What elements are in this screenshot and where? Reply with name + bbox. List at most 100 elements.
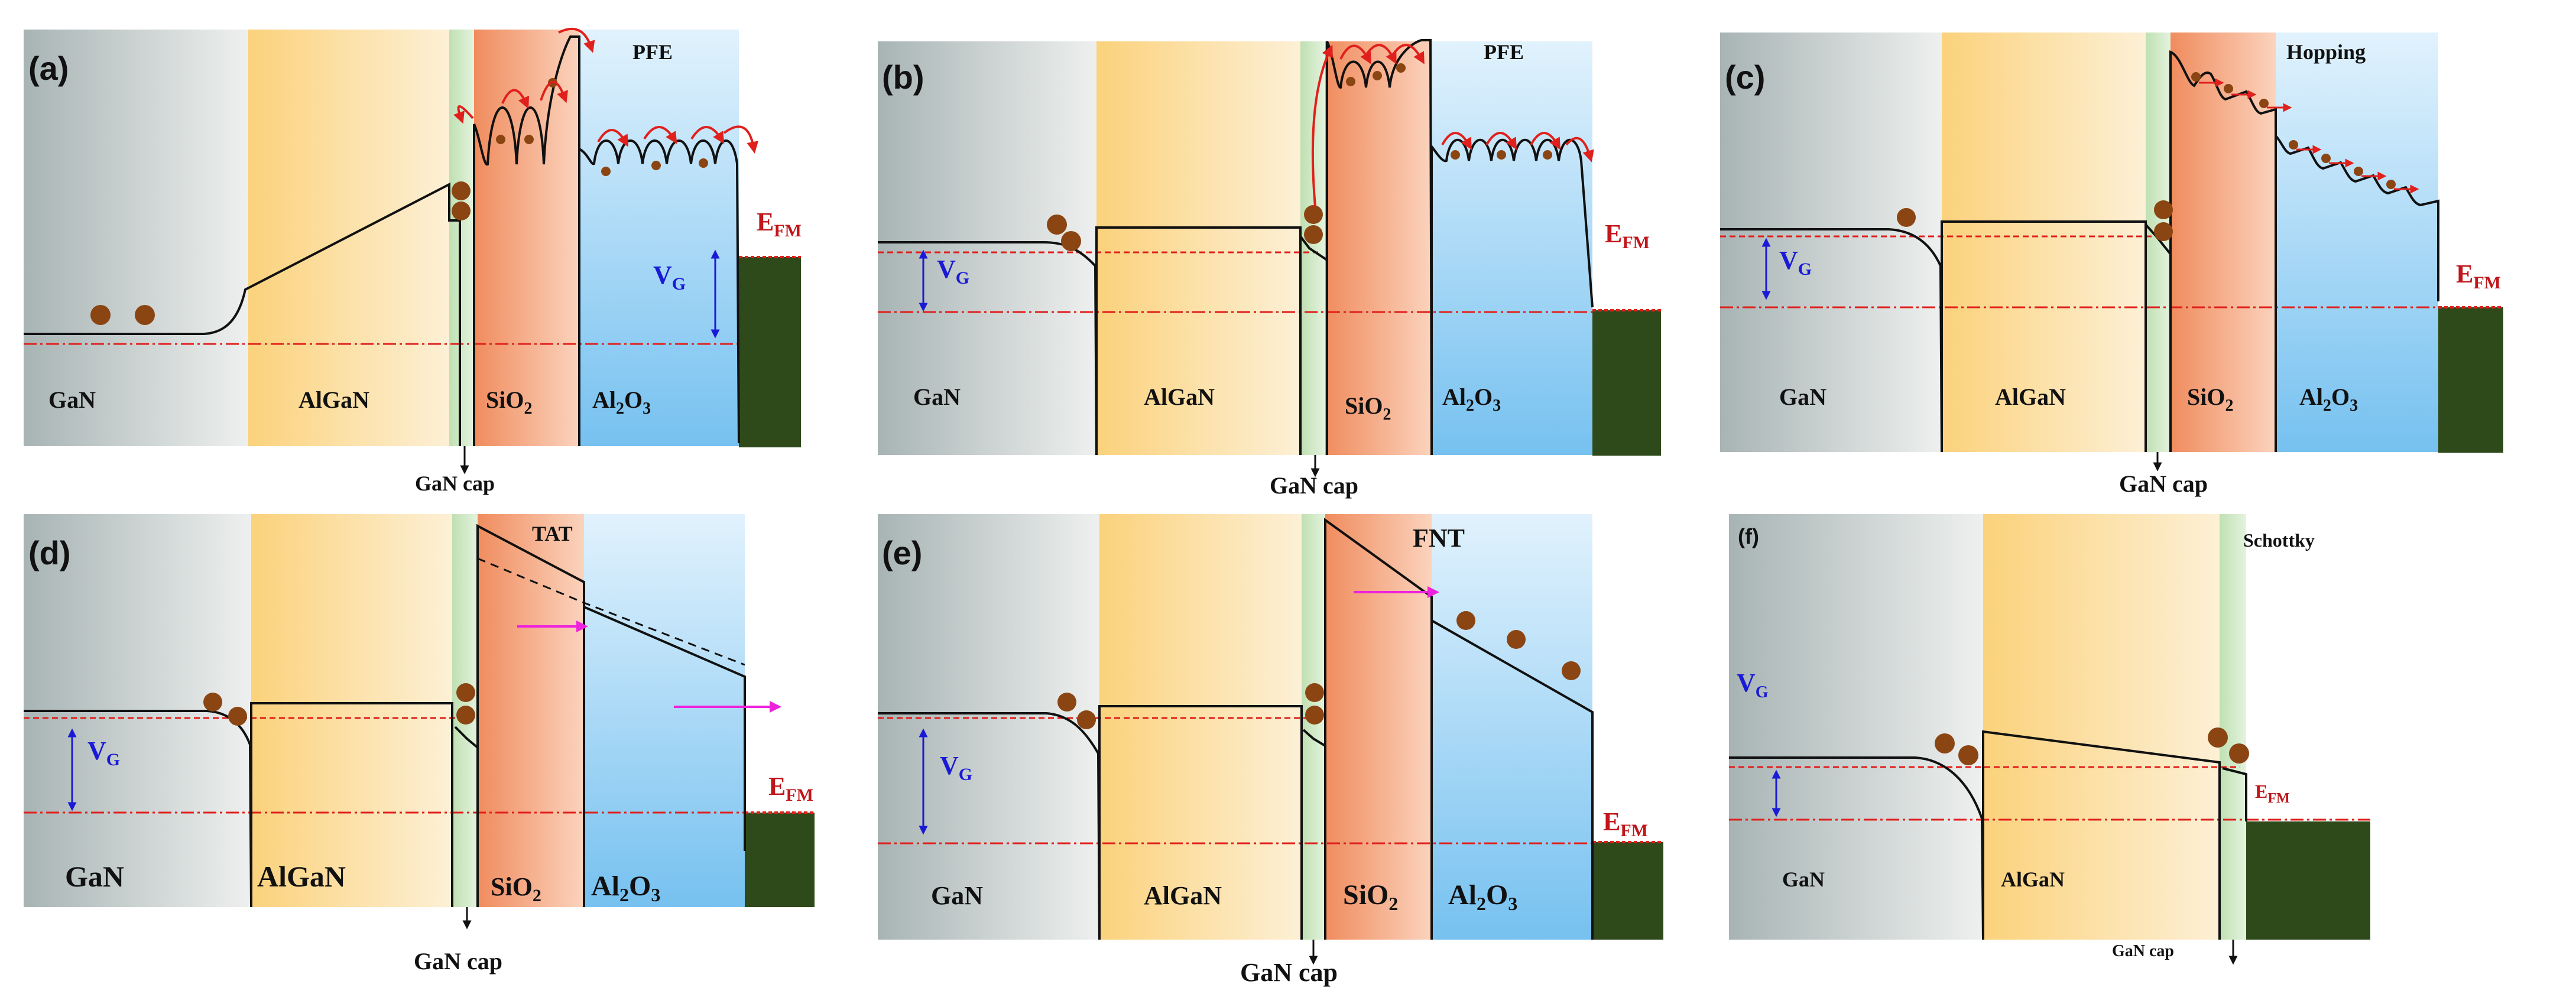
panel-label: (d) <box>28 534 71 571</box>
electron <box>90 305 111 325</box>
gan-cap-label: GaN cap <box>2119 470 2208 497</box>
trapped-electron <box>2289 140 2298 150</box>
gan-layer <box>1729 514 1983 940</box>
layer-label-al2o3: Al2O3 <box>591 870 660 905</box>
vg-label: VG <box>653 261 686 294</box>
panel-f: (f) Schottky GaN AlGaN GaN cap VG EFM <box>1729 514 2370 965</box>
conduction-band <box>1729 730 2247 940</box>
layer-label-al2o3: Al2O3 <box>1442 384 1501 415</box>
mechanism-label: PFE <box>632 40 673 64</box>
layer-label-al2o3: Al2O3 <box>1448 879 1517 914</box>
algan-layer <box>1983 514 2220 940</box>
trapped-electron <box>496 135 505 144</box>
metal-gate <box>1592 842 1663 940</box>
metal-gate <box>1592 310 1661 456</box>
electron <box>2154 200 2173 219</box>
trapped-electron <box>2224 84 2233 93</box>
efm-label: EFM <box>1605 219 1650 252</box>
conduction-band <box>1720 50 2439 453</box>
electron <box>1935 733 1955 753</box>
electron <box>456 706 475 725</box>
electron <box>452 181 471 200</box>
algan-layer <box>251 514 452 907</box>
al2o3-layer <box>2276 33 2438 452</box>
layer-label-al2o3: Al2O3 <box>2299 384 2358 415</box>
al2o3-layer <box>584 514 745 907</box>
layer-label-sio2: SiO2 <box>1345 392 1391 424</box>
pfe-emission-arrows <box>1311 44 1594 207</box>
pfe-emission-arrows <box>453 27 759 154</box>
layer-label-algan: AlGaN <box>257 860 346 893</box>
trapped-electron <box>1451 150 1460 160</box>
al2o3-layer <box>1432 41 1592 455</box>
trapped-electron <box>2259 99 2269 108</box>
metal-gate <box>2246 821 2370 940</box>
layer-label-algan: AlGaN <box>299 386 369 413</box>
gan-layer <box>1720 33 1942 452</box>
trapped-electron <box>601 167 611 176</box>
electron <box>1047 215 1067 235</box>
electron <box>452 202 471 220</box>
gan-cap-layer <box>2146 33 2171 452</box>
mechanism-label: Hopping <box>2286 40 2366 64</box>
trap-level-dashed <box>477 557 745 666</box>
vg-label: VG <box>937 255 969 288</box>
sio2-layer <box>2171 33 2276 452</box>
electron <box>1304 225 1323 244</box>
metal-gate <box>745 813 815 907</box>
gan-cap-layer <box>1302 514 1325 940</box>
panel-label: (f) <box>1738 524 1759 548</box>
metal-gate <box>739 257 801 447</box>
panel-label: (a) <box>28 50 69 87</box>
vg-label: VG <box>1737 668 1769 701</box>
gan-cap-layer <box>1300 41 1325 455</box>
layer-label-gan: GaN <box>65 860 124 893</box>
mechanism-label: Schottky <box>2243 530 2315 551</box>
electron <box>1456 611 1475 630</box>
trapped-electron <box>1373 71 1382 80</box>
algan-layer <box>248 30 449 446</box>
trapped-electron <box>699 158 708 168</box>
trapped-electron <box>524 135 534 144</box>
al2o3-layer <box>579 30 739 446</box>
panel-label: (b) <box>882 59 924 96</box>
layer-label-gan: GaN <box>913 384 961 410</box>
mechanism-label: PFE <box>1484 40 1524 64</box>
algan-layer <box>1096 41 1300 455</box>
electron <box>203 693 222 712</box>
electron <box>1958 745 1978 765</box>
metal-gate <box>2438 307 2503 453</box>
sio2-layer <box>1325 514 1432 940</box>
mechanism-label: FNT <box>1413 524 1465 553</box>
electron <box>1304 205 1323 224</box>
layer-label-sio2: SiO2 <box>491 872 541 905</box>
panel-label: (e) <box>882 534 922 571</box>
trapped-electron <box>1346 77 1355 86</box>
panel-c: (c) Hopping GaN AlGaN SiO2 Al2O3 GaN cap… <box>1720 33 2503 497</box>
gan-layer <box>878 514 1099 940</box>
conduction-band <box>878 518 1594 940</box>
efm-label: EFM <box>2255 781 2290 806</box>
gan-cap-layer <box>449 30 474 446</box>
electron <box>2154 222 2173 241</box>
algan-layer <box>1942 33 2146 452</box>
algan-layer <box>1099 514 1302 940</box>
layer-label-algan: AlGaN <box>1995 384 2066 410</box>
layer-label-algan: AlGaN <box>1144 384 1215 410</box>
layer-label-algan: AlGaN <box>1144 881 1222 910</box>
electron <box>1077 710 1096 729</box>
layer-label-sio2: SiO2 <box>1343 879 1398 914</box>
layer-label-gan: GaN <box>931 881 983 910</box>
panel-label: (c) <box>1725 59 1765 96</box>
panel-d: (d) TAT GaN AlGaN SiO2 Al2O3 GaN cap VG … <box>24 514 815 974</box>
trapped-electron <box>2321 154 2331 163</box>
layer-label-gan: GaN <box>1782 868 1825 891</box>
gan-cap-label: GaN cap <box>2112 942 2174 960</box>
electron <box>1562 661 1581 680</box>
efm-label: EFM <box>757 207 802 241</box>
electron <box>1057 693 1076 712</box>
trap-assisted-tunneling-arrows <box>517 621 781 713</box>
electron <box>456 683 475 702</box>
layer-label-gan: GaN <box>1779 384 1826 410</box>
electron <box>135 305 155 325</box>
